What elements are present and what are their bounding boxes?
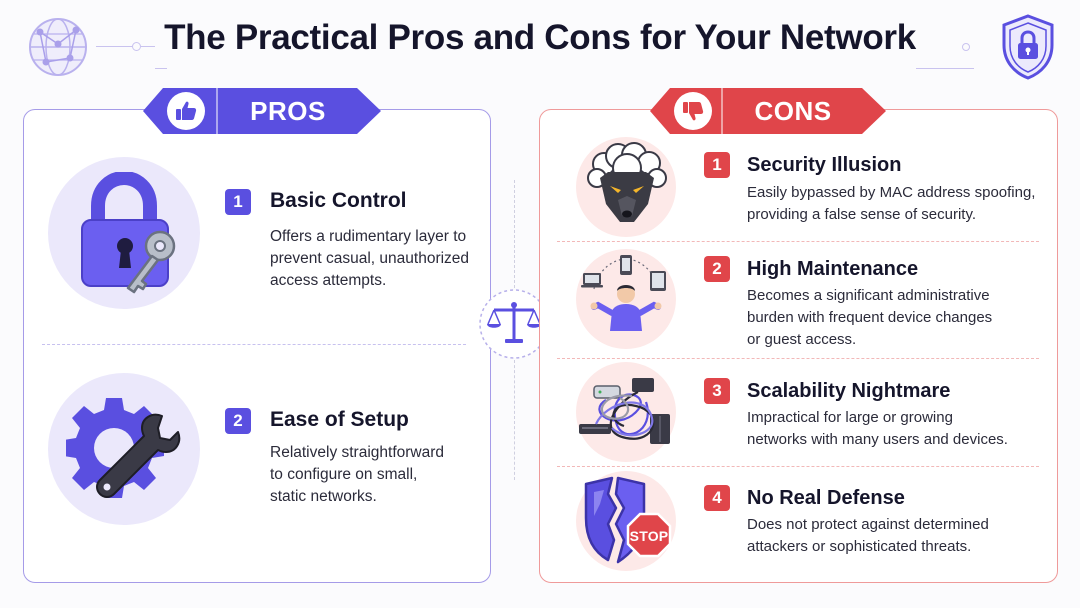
pro-item-2-desc: Relatively straightforward to configure … <box>270 444 445 505</box>
decor-line <box>141 46 155 47</box>
con-item-3-desc: Impractical for large or growing network… <box>747 409 1008 448</box>
stop-sign-text: STOP <box>629 528 669 544</box>
decor-line <box>155 68 167 69</box>
con-item-1-title: Security Illusion <box>747 154 902 176</box>
decor-line <box>96 46 132 47</box>
pros-divider <box>42 344 466 345</box>
cons-divider-3 <box>557 466 1039 467</box>
decor-dot <box>132 42 141 51</box>
con-item-3-icon-bg <box>576 362 676 462</box>
broken-shield-stop-icon: STOP <box>578 474 684 570</box>
gear-wrench-icon <box>64 390 188 512</box>
pro-item-1-number: 1 <box>225 189 251 215</box>
decor-dot <box>962 43 970 51</box>
con-item-4-title: No Real Defense <box>747 487 905 509</box>
con-item-2-number: 2 <box>704 256 730 282</box>
page-title: The Practical Pros and Cons for Your Net… <box>164 18 916 57</box>
pro-item-1-title: Basic Control <box>270 189 407 212</box>
thumbs-down-icon <box>674 92 712 130</box>
pros-ribbon: PROS <box>143 88 381 134</box>
cons-ribbon: CONS <box>650 88 886 134</box>
pros-label: PROS <box>250 95 326 126</box>
con-item-3-number: 3 <box>704 378 730 404</box>
con-item-4-desc: Does not protect against determined atta… <box>747 516 989 555</box>
cons-divider-1 <box>557 241 1039 242</box>
network-globe-icon <box>24 14 92 80</box>
pro-item-2-number: 2 <box>225 408 251 434</box>
center-divider-top <box>514 180 515 288</box>
padlock-key-icon <box>72 170 184 294</box>
con-item-2-title: High Maintenance <box>747 258 919 280</box>
con-item-3-title: Scalability Nightmare <box>747 380 951 402</box>
juggling-devices-icon <box>576 249 676 349</box>
shield-lock-icon <box>998 12 1058 82</box>
con-item-2-desc: Becomes a significant administrative bur… <box>747 287 993 348</box>
cons-divider-2 <box>557 358 1039 359</box>
pro-item-2-title: Ease of Setup <box>270 408 409 431</box>
tangled-cables-icon <box>576 362 676 462</box>
center-divider-bottom <box>514 360 515 480</box>
wolf-in-sheep-clothing-icon <box>582 140 672 232</box>
cons-label: CONS <box>754 95 832 126</box>
con-item-4-number: 4 <box>704 485 730 511</box>
thumbs-up-icon <box>167 92 205 130</box>
decor-line <box>916 68 974 69</box>
con-item-1-number: 1 <box>704 152 730 178</box>
con-item-1-desc: Easily bypassed by MAC address spoofing,… <box>747 184 1036 223</box>
pro-item-1-desc: Offers a rudimentary layer to prevent ca… <box>270 228 470 289</box>
